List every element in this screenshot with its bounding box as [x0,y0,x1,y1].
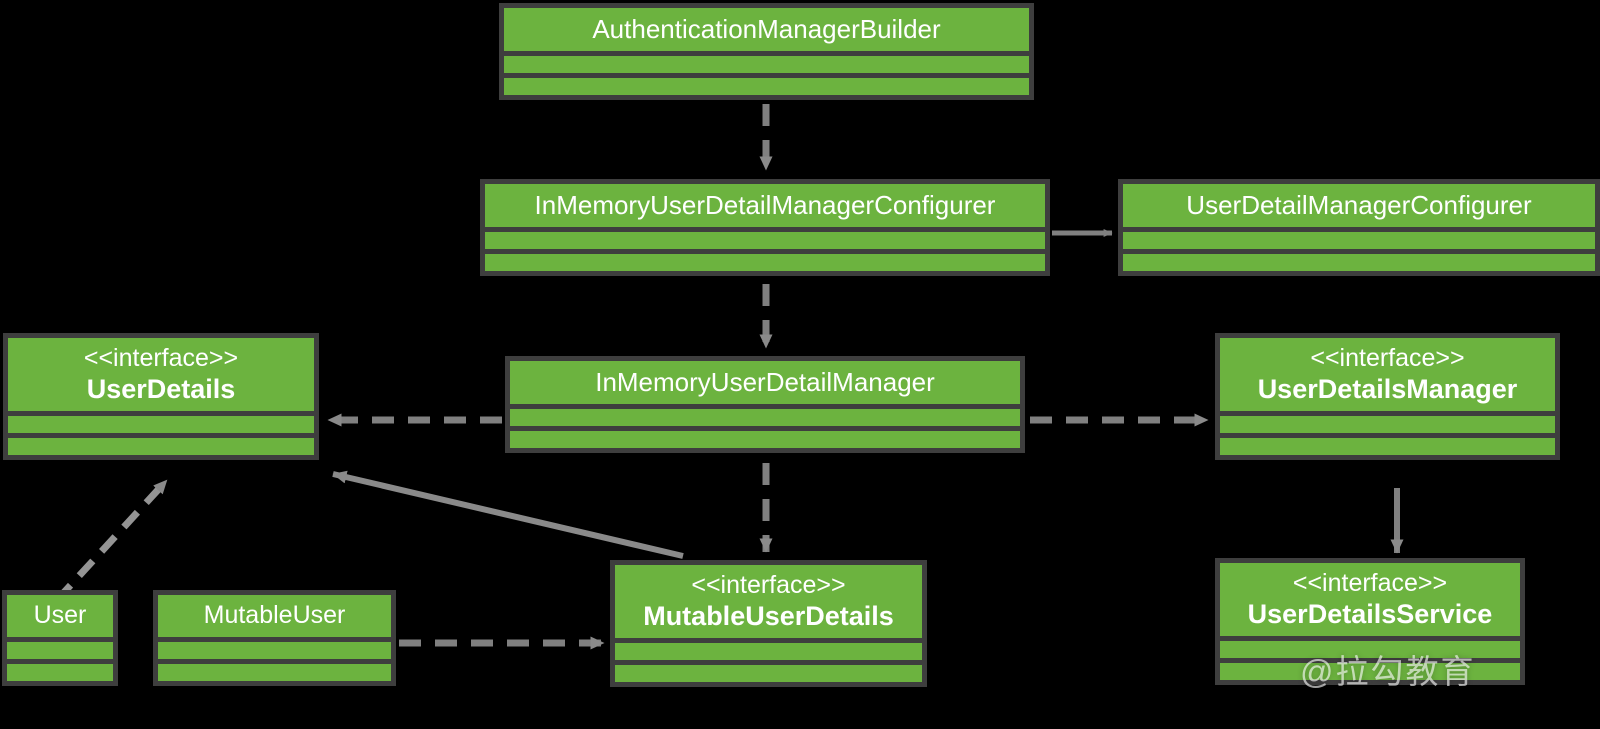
class-attributes-compartment [504,55,1029,73]
class-methods-compartment [504,77,1029,95]
class-stereotype: <<interface>> [1310,344,1465,372]
edge-mutableuserdetails-to-userdetails [332,470,684,559]
class-methods-compartment [1220,438,1555,456]
class-attributes-compartment [510,408,1020,426]
class-node-authenticationmanagerbuilder[interactable]: AuthenticationManagerBuilder [499,3,1034,100]
class-name: MutableUser [203,601,346,629]
class-node-mutableuser[interactable]: MutableUser [153,590,396,686]
class-methods-compartment [510,430,1020,448]
class-stereotype: <<interface>> [1292,569,1448,597]
edge-user-to-userdetails [54,477,170,603]
class-node-inmemoryuserdetailmanager[interactable]: InMemoryUserDetailManager [505,356,1025,453]
class-header: InMemoryUserDetailManager [510,361,1020,404]
class-methods-compartment [1220,663,1520,681]
class-name: UserDetails [86,373,236,404]
class-attributes-compartment [1123,231,1595,249]
class-header: AuthenticationManagerBuilder [504,8,1029,51]
class-methods-compartment [8,438,314,456]
class-header: <<interface>> UserDetails [8,338,314,412]
class-attributes-compartment [1220,416,1555,434]
class-node-inmemoryuserdetailmanagerconfigurer[interactable]: InMemoryUserDetailManagerConfigurer [480,179,1050,276]
class-name: MutableUserDetails [643,600,894,631]
watermark: @拉勾教育 [1300,653,1476,690]
class-header: User [7,595,113,637]
class-attributes-compartment [158,641,391,659]
class-name: InMemoryUserDetailManagerConfigurer [534,190,996,220]
class-methods-compartment [615,665,922,683]
class-attributes-compartment [615,643,922,661]
class-methods-compartment [158,663,391,681]
class-attributes-compartment [8,416,314,434]
class-attributes-compartment [7,641,113,659]
class-header: UserDetailManagerConfigurer [1123,184,1595,227]
class-header: <<interface>> MutableUserDetails [615,565,922,639]
class-node-userdetailsmanager[interactable]: <<interface>> UserDetailsManager [1215,333,1560,461]
class-name: InMemoryUserDetailManager [595,367,935,397]
class-name: AuthenticationManagerBuilder [592,14,941,44]
class-stereotype: <<interface>> [691,571,846,599]
class-node-userdetails[interactable]: <<interface>> UserDetails [3,333,319,461]
class-stereotype: <<interface>> [83,344,239,372]
class-node-mutableuserdetails[interactable]: <<interface>> MutableUserDetails [610,560,927,688]
class-attributes-compartment [1220,641,1520,659]
class-methods-compartment [1123,253,1595,271]
class-header: InMemoryUserDetailManagerConfigurer [485,184,1045,227]
class-node-userdetailsservice[interactable]: <<interface>> UserDetailsService [1215,558,1525,686]
class-header: <<interface>> UserDetailsManager [1220,338,1555,412]
class-name: UserDetailsService [1247,598,1493,629]
class-node-userdetailmanagerconfigurer[interactable]: UserDetailManagerConfigurer [1118,179,1600,276]
class-methods-compartment [485,253,1045,271]
class-name: User [33,601,87,629]
class-name: UserDetailsManager [1257,373,1518,404]
class-methods-compartment [7,663,113,681]
class-node-user[interactable]: User [2,590,118,686]
class-attributes-compartment [485,231,1045,249]
class-header: <<interface>> UserDetailsService [1220,563,1520,637]
class-name: UserDetailManagerConfigurer [1186,190,1532,220]
class-header: MutableUser [158,595,391,637]
